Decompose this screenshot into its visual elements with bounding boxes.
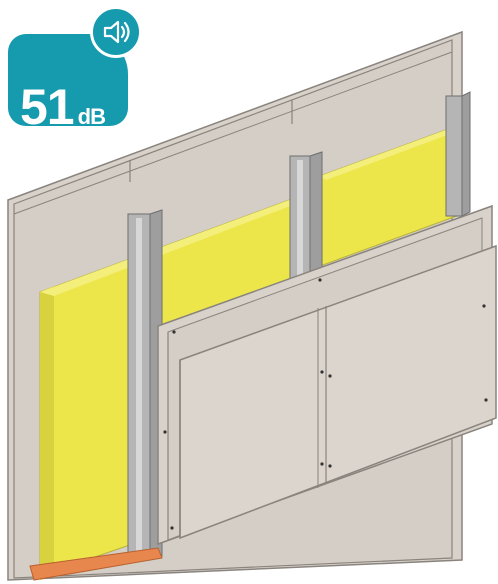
speaker-sound-icon [90,6,142,58]
metal-stud-right [445,91,471,217]
metal-stud-middle [289,151,323,307]
rating-unit: dB [77,104,106,129]
floor-track [29,547,163,581]
acoustic-rating-value: 51 dB [20,79,106,135]
board-screws [163,278,488,530]
rating-number: 51 [20,79,75,135]
metal-stud-left [127,209,163,561]
front-board-layer [157,204,497,546]
